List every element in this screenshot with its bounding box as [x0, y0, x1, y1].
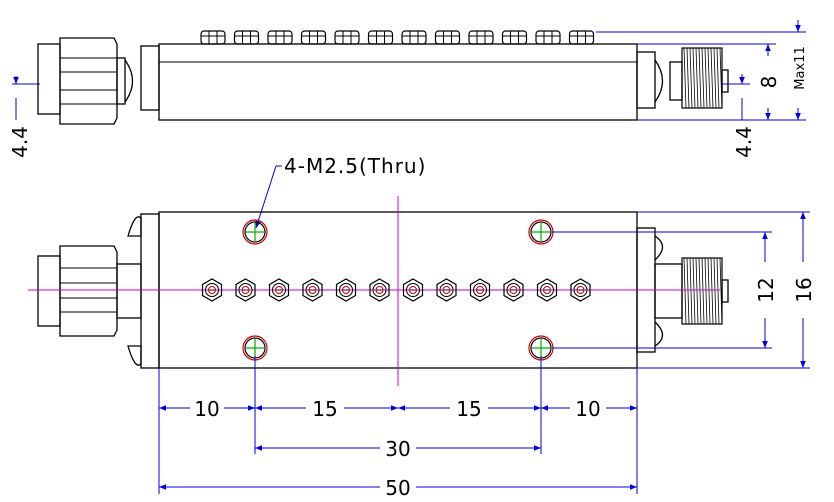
top-screw: [335, 278, 357, 302]
side-dim-left: 4.4: [8, 76, 40, 158]
hole-callout: 4-M2.5(Thru): [255, 154, 426, 229]
mounting-hole: [528, 219, 554, 245]
side-screw: [434, 30, 461, 45]
side-dim-right-label: 4.4: [732, 126, 756, 158]
thread-line: [719, 47, 723, 109]
side-dim-screw: Max11: [596, 20, 808, 120]
mounting-holes: [242, 219, 554, 361]
thread-line: [689, 257, 693, 325]
thread-line: [701, 257, 705, 325]
top-screw: [503, 278, 524, 302]
thread-line: [704, 47, 708, 109]
thread-line: [698, 47, 702, 109]
mounting-hole: [242, 219, 268, 245]
top-view: 12 16 10 15 15 10: [28, 196, 816, 500]
thread-line: [686, 47, 690, 109]
side-view: 4.4 4.4 8 Max11: [8, 20, 808, 158]
top-right-thread: [681, 257, 723, 325]
top-dim-width: 16: [637, 211, 816, 369]
side-screw: [401, 30, 427, 45]
top-screw: [235, 278, 256, 302]
thread-line: [701, 47, 705, 109]
top-dim-width-label: 16: [792, 277, 816, 302]
side-screw: [300, 30, 327, 45]
thread-line: [719, 257, 723, 325]
dim-seg-mid-left: 15: [312, 397, 337, 421]
thread-line: [716, 47, 720, 109]
dim-hole-spacing: 30: [385, 437, 410, 461]
thread-line: [713, 47, 717, 109]
dim-seg-left: 10: [194, 397, 219, 421]
top-left-connector: [37, 213, 160, 369]
dim-total-length: 50: [385, 476, 410, 500]
side-dim-body: 8: [637, 43, 806, 121]
dim-seg-right: 10: [575, 397, 600, 421]
hole-note: 4-M2.5(Thru): [284, 154, 426, 178]
top-dim-pitch-label: 12: [754, 277, 778, 302]
thread-line: [710, 257, 714, 325]
top-screw: [570, 278, 591, 302]
thread-line: [692, 47, 696, 109]
side-dim-screw-label: Max11: [793, 46, 808, 89]
side-screw: [367, 30, 394, 45]
thread-line: [689, 47, 693, 109]
thread-line: [713, 257, 717, 325]
top-screw: [201, 278, 223, 302]
top-screw: [469, 278, 491, 302]
top-screw: [369, 278, 390, 302]
top-dim-pitch: 12: [552, 231, 778, 349]
thread-line: [683, 257, 687, 325]
side-screw: [568, 30, 595, 45]
side-body: [158, 43, 638, 121]
top-screw: [402, 278, 424, 302]
side-dim-right: 4.4: [637, 74, 756, 158]
top-screw: [436, 278, 457, 302]
thread-line: [695, 257, 699, 325]
thread-line: [692, 257, 696, 325]
thread-line: [707, 47, 711, 109]
side-dim-body-label: 8: [757, 76, 781, 89]
side-screw: [468, 30, 494, 45]
thread-line: [695, 47, 699, 109]
bottom-dimensions: 10 15 15 10 30 50: [158, 356, 638, 500]
side-right-connector: [636, 47, 729, 109]
thread-line: [710, 47, 714, 109]
side-screw: [501, 30, 528, 45]
thread-line: [686, 257, 690, 325]
top-screw: [302, 278, 323, 302]
thread-line: [716, 257, 720, 325]
thread-line: [704, 257, 708, 325]
side-screw: [535, 30, 561, 45]
side-screw: [200, 30, 226, 45]
thread-line: [707, 257, 711, 325]
side-screw: [334, 30, 360, 45]
side-tuning-screws: [200, 30, 595, 45]
top-tuning-screws: [201, 278, 591, 302]
side-right-thread: [681, 47, 723, 109]
side-screw: [267, 30, 293, 45]
thread-line: [698, 257, 702, 325]
side-dim-left-label: 4.4: [8, 126, 32, 158]
top-screw: [536, 278, 558, 302]
dim-seg-mid-right: 15: [456, 397, 481, 421]
top-screw: [268, 278, 290, 302]
thread-line: [683, 47, 687, 109]
side-screw: [233, 30, 260, 45]
side-left-connector: [37, 37, 160, 125]
